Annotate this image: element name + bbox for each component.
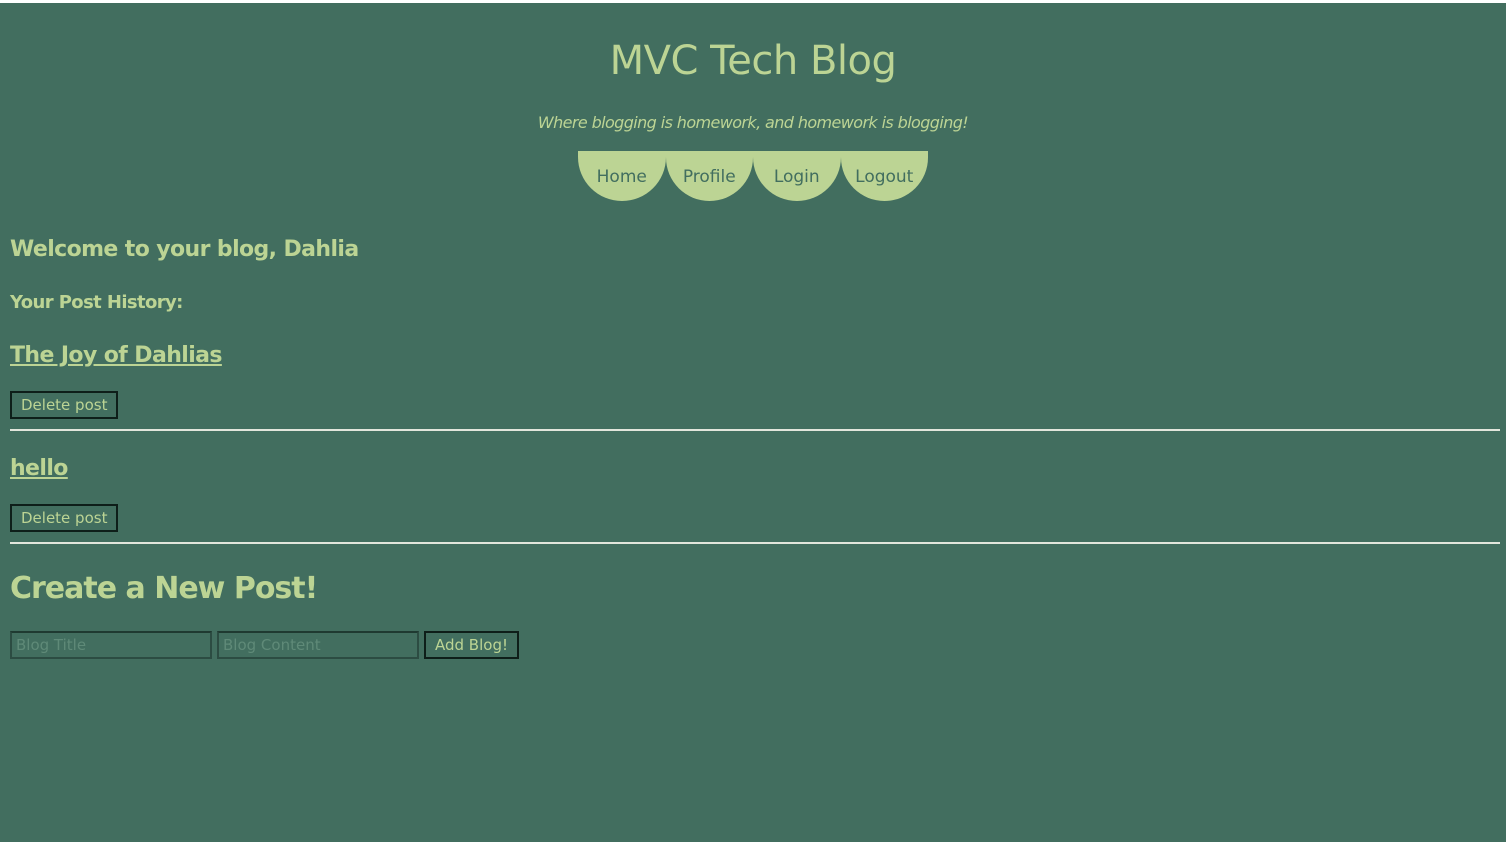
- post-divider: [10, 429, 1500, 431]
- create-post-form: Add Blog!: [10, 631, 519, 659]
- delete-post-button[interactable]: Delete post: [10, 504, 119, 532]
- welcome-heading: Welcome to your blog, Dahlia: [10, 237, 359, 262]
- create-post-heading: Create a New Post!: [10, 571, 318, 606]
- site-header: MVC Tech Blog Where blogging is homework…: [0, 3, 1506, 201]
- post-divider: [10, 542, 1500, 544]
- post-item: hello Delete post: [10, 456, 1500, 544]
- site-title: MVC Tech Blog: [609, 38, 897, 84]
- blog-title-input[interactable]: [10, 631, 212, 659]
- nav-profile-link[interactable]: Profile: [665, 151, 753, 201]
- nav-logout-link[interactable]: Logout: [840, 151, 928, 201]
- delete-post-button[interactable]: Delete post: [10, 391, 119, 419]
- post-item: The Joy of Dahlias Delete post: [10, 343, 1500, 431]
- blog-content-input[interactable]: [217, 631, 419, 659]
- main-nav: Home Profile Login Logout: [0, 151, 1506, 201]
- post-title-link[interactable]: The Joy of Dahlias: [10, 343, 222, 368]
- post-history-heading: Your Post History:: [10, 292, 183, 313]
- site-tagline: Where blogging is homework, and homework…: [537, 113, 969, 132]
- nav-home-link[interactable]: Home: [578, 151, 666, 201]
- nav-login-link[interactable]: Login: [753, 151, 841, 201]
- page: MVC Tech Blog Where blogging is homework…: [0, 3, 1506, 842]
- post-title-link[interactable]: hello: [10, 456, 68, 481]
- add-blog-button[interactable]: Add Blog!: [424, 631, 519, 659]
